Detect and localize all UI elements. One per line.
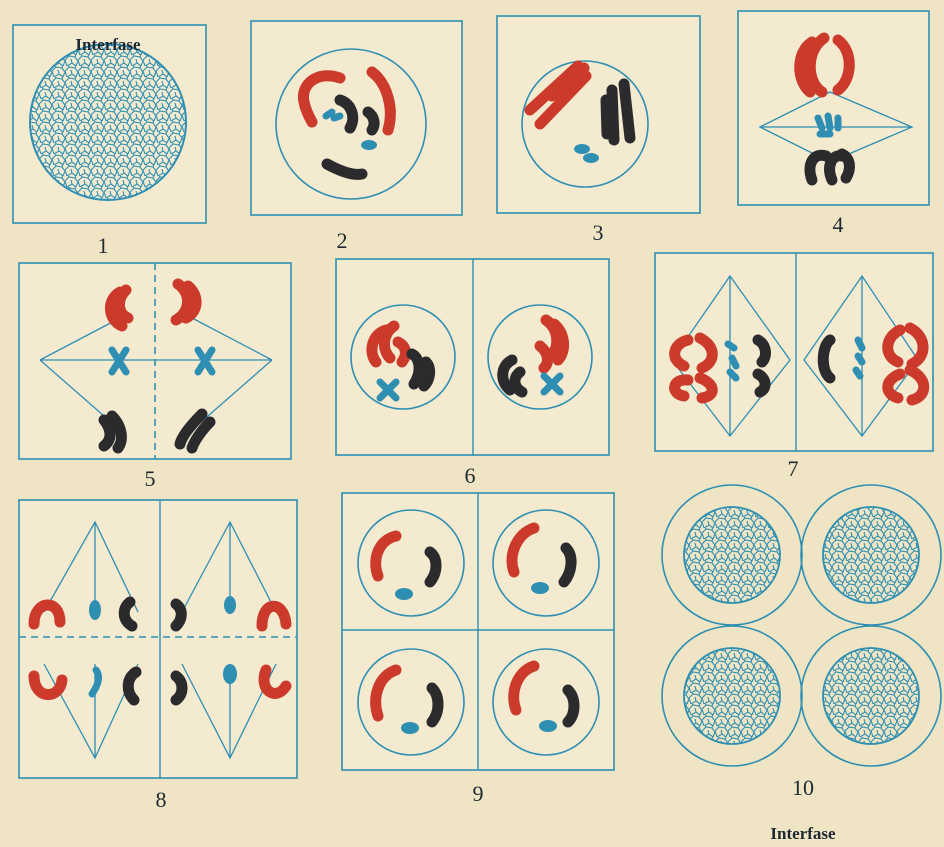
black-chromosome bbox=[606, 100, 607, 134]
blue-chromosome bbox=[583, 153, 599, 163]
black-chromosome bbox=[368, 112, 374, 130]
panel-8-frame bbox=[19, 500, 297, 778]
black-chromosome bbox=[176, 676, 182, 700]
black-chromosome bbox=[432, 688, 438, 722]
blue-chromosome bbox=[361, 140, 377, 150]
blue-chromosome bbox=[223, 664, 237, 684]
panel-4-number: 4 bbox=[833, 212, 844, 237]
panel-9-number: 9 bbox=[473, 781, 484, 806]
blue-chromosome bbox=[401, 722, 419, 734]
panel-4: 4 bbox=[738, 11, 929, 237]
black-chromosome bbox=[430, 552, 436, 582]
panel-9: 9 bbox=[342, 493, 614, 806]
panel-8: 8 bbox=[19, 500, 297, 812]
interphase-nucleus bbox=[823, 507, 919, 603]
blue-chromosome bbox=[395, 588, 413, 600]
blue-chromosome bbox=[539, 720, 557, 732]
blue-chromosome bbox=[818, 116, 838, 128]
panel-1-title: Interfase bbox=[75, 35, 141, 54]
panel-3: 3 bbox=[497, 16, 700, 245]
panel-2: 2 bbox=[251, 21, 462, 253]
interphase-nucleus bbox=[823, 648, 919, 744]
panel-3-number: 3 bbox=[593, 220, 604, 245]
blue-chromosome bbox=[531, 582, 549, 594]
blue-chromosome bbox=[89, 600, 101, 620]
panel-5: 5 bbox=[19, 263, 291, 491]
black-chromosome bbox=[568, 690, 574, 722]
blue-chromosome bbox=[224, 596, 236, 614]
interphase-nucleus bbox=[684, 648, 780, 744]
panel-10-title: Interfase bbox=[770, 824, 836, 843]
interphase-nucleus bbox=[30, 44, 186, 200]
panel-1-number: 1 bbox=[98, 233, 109, 258]
panel-8-number: 8 bbox=[156, 787, 167, 812]
black-chromosome bbox=[176, 604, 181, 626]
black-chromosome bbox=[104, 416, 121, 448]
panel-10-number: 10 bbox=[792, 775, 814, 800]
panel-7: 7 bbox=[655, 253, 933, 481]
panel-2-number: 2 bbox=[337, 228, 348, 253]
panel-6: 6 bbox=[336, 259, 609, 488]
panel-6-number: 6 bbox=[465, 463, 476, 488]
panel-10: 10 Interfase bbox=[662, 485, 941, 843]
panel-5-number: 5 bbox=[145, 466, 156, 491]
panel-7-number: 7 bbox=[788, 456, 799, 481]
black-chromosome bbox=[624, 84, 630, 138]
panel-1: Interfase 1 bbox=[13, 25, 206, 258]
blue-chromosome bbox=[574, 144, 590, 154]
interphase-nucleus bbox=[684, 507, 780, 603]
black-chromosome bbox=[424, 362, 430, 386]
